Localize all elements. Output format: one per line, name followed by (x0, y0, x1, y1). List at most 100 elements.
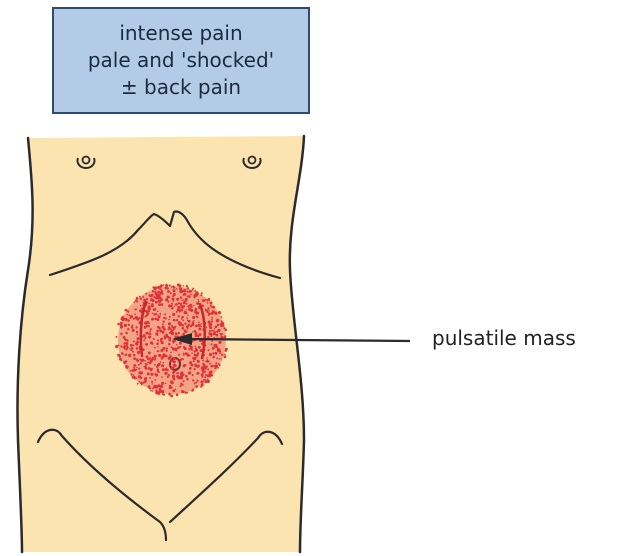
mass-stipple-dot (175, 303, 178, 306)
mass-stipple-dot (208, 310, 210, 312)
mass-stipple-dot (183, 380, 185, 382)
mass-stipple-dot (131, 376, 133, 378)
mass-stipple-dot (158, 303, 161, 306)
mass-stipple-dot (160, 298, 163, 301)
mass-stipple-dot (192, 390, 194, 392)
mass-stipple-dot (121, 346, 123, 348)
mass-stipple-dot (125, 318, 128, 321)
mass-stipple-dot (168, 326, 171, 329)
mass-stipple-dot (146, 364, 148, 366)
mass-stipple-dot (202, 363, 204, 365)
mass-stipple-dot (180, 383, 182, 385)
mass-stipple-dot (143, 366, 145, 368)
mass-stipple-dot (157, 367, 159, 369)
mass-stipple-dot (224, 355, 227, 358)
mass-stipple-dot (186, 309, 187, 310)
mass-stipple-dot (147, 361, 149, 363)
mass-stipple-dot (131, 326, 134, 329)
mass-stipple-dot (152, 357, 154, 359)
mass-stipple-dot (217, 348, 220, 351)
mass-stipple-dot (183, 289, 186, 292)
mass-stipple-dot (195, 293, 197, 295)
mass-stipple-dot (158, 371, 160, 373)
mass-stipple-dot (124, 324, 127, 327)
mass-stipple-dot (152, 312, 154, 314)
mass-stipple-dot (202, 359, 204, 361)
mass-stipple-dot (210, 301, 213, 304)
mass-stipple-dot (182, 327, 185, 330)
mass-stipple-dot (169, 332, 171, 334)
mass-stipple-dot (187, 305, 189, 307)
mass-stipple-dot (135, 299, 138, 302)
mass-stipple-dot (159, 288, 161, 290)
mass-stipple-dot (181, 318, 183, 320)
mass-stipple-dot (213, 306, 215, 308)
mass-stipple-dot (179, 342, 182, 345)
mass-stipple-dot (217, 324, 219, 326)
mass-stipple-dot (192, 379, 194, 381)
mass-stipple-dot (178, 332, 180, 334)
mass-stipple-dot (196, 308, 198, 310)
mass-stipple-dot (134, 308, 136, 310)
mass-stipple-dot (136, 331, 138, 333)
mass-stipple-dot (164, 313, 166, 315)
mass-stipple-dot (152, 291, 154, 293)
mass-stipple-dot (218, 311, 221, 314)
mass-stipple-dot (138, 364, 140, 366)
mass-stipple-dot (192, 288, 194, 290)
mass-stipple-dot (145, 343, 147, 345)
mass-stipple-dot (138, 342, 140, 344)
mass-stipple-dot (215, 326, 218, 329)
mass-stipple-dot (134, 378, 136, 380)
mass-stipple-dot (188, 348, 190, 350)
mass-stipple-dot (158, 393, 160, 395)
mass-stipple-dot (188, 320, 191, 323)
mass-stipple-dot (175, 365, 177, 367)
mass-stipple-dot (142, 373, 143, 374)
mass-stipple-dot (133, 374, 134, 375)
mass-stipple-dot (145, 365, 147, 367)
mass-stipple-dot (146, 355, 149, 358)
mass-stipple-dot (160, 349, 163, 352)
mass-stipple-dot (189, 367, 192, 370)
mass-stipple-dot (197, 380, 199, 382)
mass-stipple-dot (155, 313, 157, 315)
mass-stipple-dot (215, 312, 217, 314)
mass-stipple-dot (176, 344, 178, 346)
mass-stipple-dot (172, 374, 175, 377)
mass-stipple-dot (189, 290, 192, 293)
mass-stipple-dot (183, 301, 186, 304)
mass-stipple-dot (121, 316, 124, 319)
mass-stipple-dot (123, 342, 126, 345)
mass-stipple-dot (170, 395, 173, 398)
mass-stipple-dot (158, 293, 160, 295)
mass-stipple-dot (212, 356, 215, 359)
mass-stipple-dot (194, 311, 197, 314)
mass-stipple-dot (183, 285, 184, 286)
mass-stipple-dot (130, 315, 133, 318)
mass-stipple-dot (158, 354, 161, 357)
mass-stipple-dot (156, 385, 158, 387)
mass-stipple-dot (130, 344, 133, 347)
mass-stipple-dot (176, 372, 179, 375)
mass-stipple-dot (166, 367, 168, 369)
mass-stipple-dot (170, 368, 172, 370)
mass-stipple-dot (125, 309, 128, 312)
mass-stipple-dot (187, 328, 189, 330)
mass-stipple-dot (161, 303, 163, 305)
mass-stipple-dot (127, 319, 130, 322)
mass-stipple-dot (152, 390, 154, 392)
mass-stipple-dot (207, 368, 209, 370)
mass-stipple-dot (129, 348, 130, 349)
mass-stipple-dot (210, 333, 213, 336)
mass-stipple-dot (171, 332, 174, 335)
mass-stipple-dot (153, 338, 155, 340)
mass-stipple-dot (214, 352, 217, 355)
mass-stipple-dot (191, 352, 193, 354)
mass-stipple-dot (210, 323, 213, 326)
mass-stipple-dot (160, 291, 163, 294)
mass-stipple-dot (150, 368, 152, 370)
mass-stipple-dot (221, 316, 223, 318)
mass-stipple-dot (139, 296, 141, 298)
